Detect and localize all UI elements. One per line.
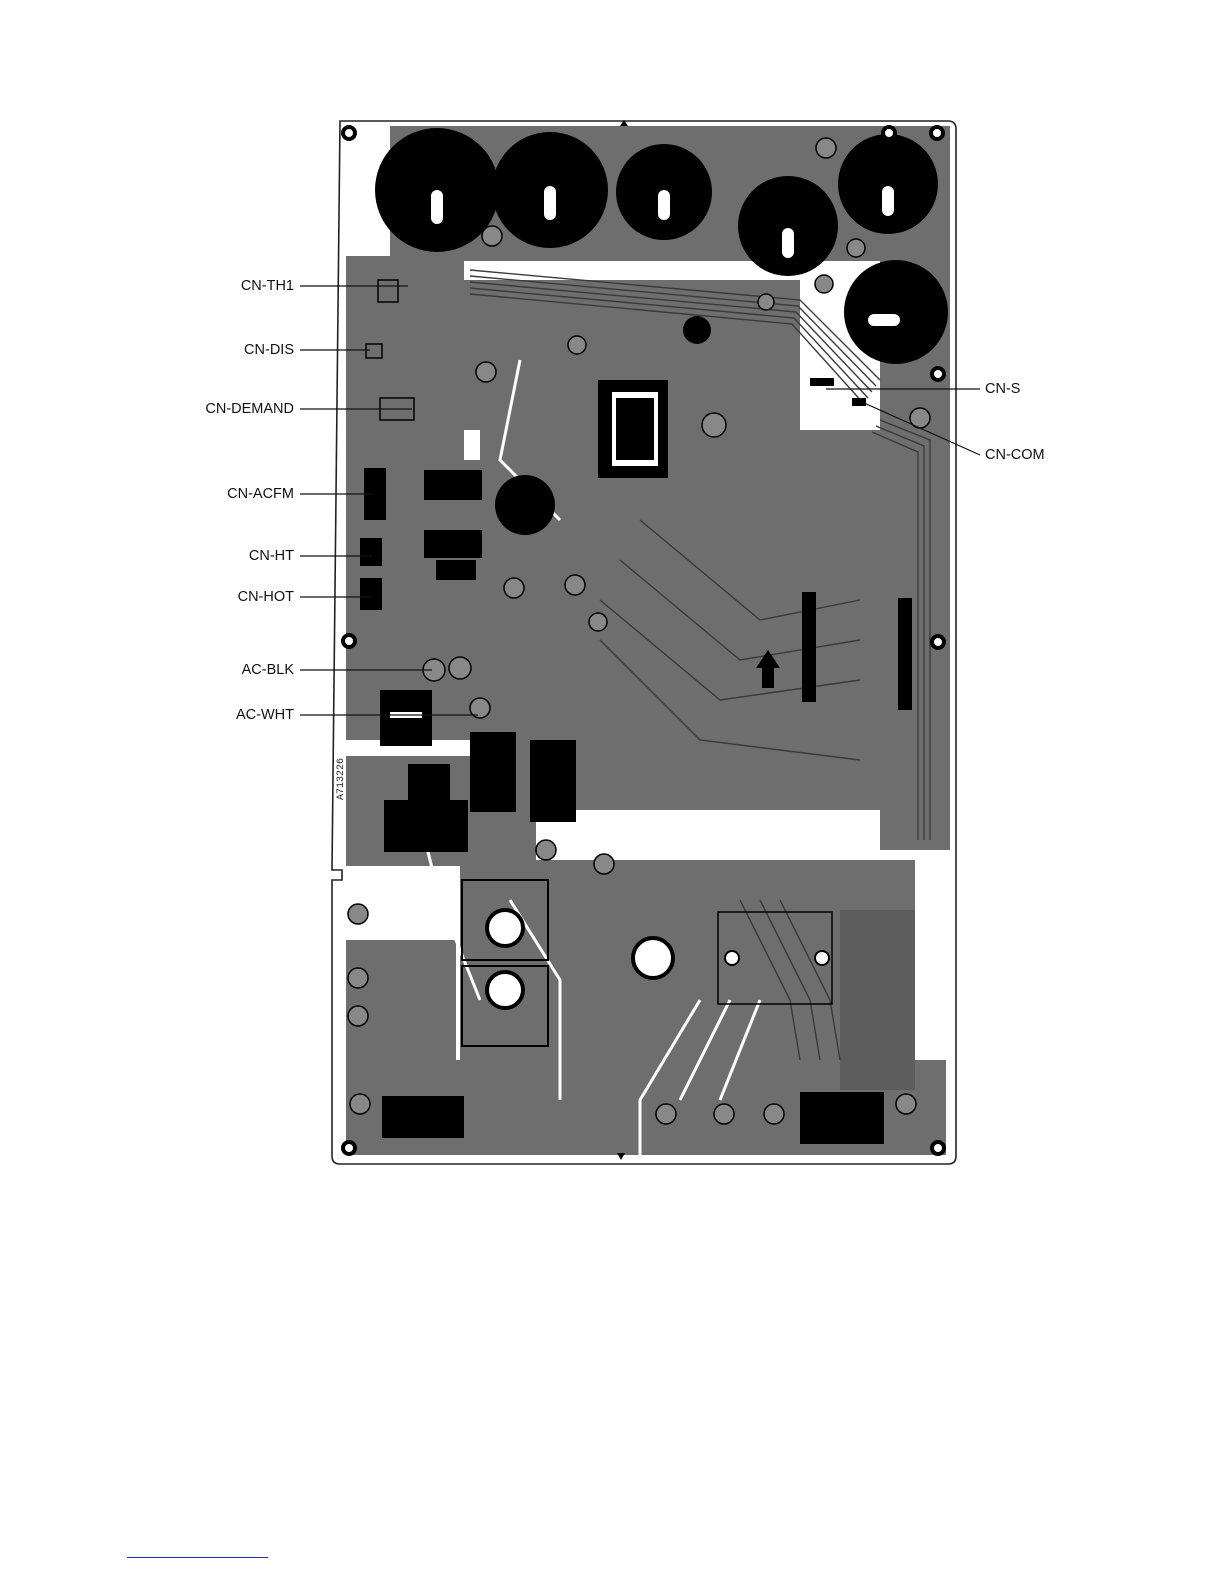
- bulk-capacitor-3: [616, 144, 712, 240]
- bulk-capacitor-1: [375, 128, 499, 252]
- footer-link-rule: [127, 1557, 268, 1558]
- relay-2: [424, 530, 482, 558]
- mounting-hole-top-right: [931, 127, 943, 139]
- power-relay-2: [530, 740, 576, 822]
- callout-label-cn-demand: CN-DEMAND: [205, 401, 294, 417]
- power-relay-1: [470, 732, 516, 812]
- board-code-label: A713226: [336, 758, 347, 800]
- power-device-pad-1: [487, 910, 523, 946]
- bulk-capacitor-2: [492, 132, 608, 248]
- mounting-hole-right-2: [932, 636, 944, 648]
- small-capacitor: [683, 316, 711, 344]
- connector-ht: [360, 538, 382, 566]
- callout-label-ac-wht: AC-WHT: [236, 707, 294, 723]
- callout-label-cn-s: CN-S: [985, 381, 1020, 397]
- bottom-relay-right: [800, 1092, 884, 1144]
- relay-3: [436, 560, 476, 580]
- microcontroller-right-bar: [898, 598, 912, 710]
- mounting-hole-top-mid: [883, 127, 895, 139]
- callout-label-cn-ht: CN-HT: [249, 548, 294, 564]
- callout-label-cn-hot: CN-HOT: [238, 589, 294, 605]
- callout-label-cn-acfm: CN-ACFM: [227, 486, 294, 502]
- callout-label-cn-com: CN-COM: [985, 447, 1045, 463]
- mounting-hole-right-1: [932, 368, 944, 380]
- main-ic: [598, 380, 668, 478]
- copper-left-upper: [346, 256, 464, 466]
- callout-label-cn-th1: CN-TH1: [241, 278, 294, 294]
- diode-bridge-pad-2: [815, 951, 829, 965]
- transformer-block-2: [428, 800, 468, 852]
- mounting-hole-left-mid: [343, 635, 355, 647]
- bottom-relay-left: [382, 1096, 464, 1138]
- callout-label-cn-dis: CN-DIS: [244, 342, 294, 358]
- copper-left-bottom: [346, 940, 456, 1060]
- copper-right-wedge: [840, 910, 915, 1090]
- connector-hot: [360, 578, 382, 610]
- power-device-pad-3: [633, 938, 673, 978]
- mounting-hole-bottom-left: [343, 1142, 355, 1154]
- bulk-capacitor-6: [844, 260, 948, 364]
- transformer-block-3: [408, 764, 450, 800]
- microcontroller-left-bar: [802, 592, 816, 702]
- transformer-block-1: [384, 800, 428, 852]
- connector-cn-com: [852, 398, 866, 406]
- bulk-capacitor-4: [738, 176, 838, 276]
- bulk-capacitor-5: [838, 134, 938, 234]
- relay-1: [424, 470, 482, 500]
- diode-bridge-pad-1: [725, 951, 739, 965]
- callout-label-ac-blk: AC-BLK: [242, 662, 294, 678]
- mounting-hole-bottom-right: [932, 1142, 944, 1154]
- mounting-hole-top-left: [343, 127, 355, 139]
- connector-cn-s: [810, 378, 834, 386]
- mid-capacitor: [495, 475, 555, 535]
- power-device-pad-2: [487, 972, 523, 1008]
